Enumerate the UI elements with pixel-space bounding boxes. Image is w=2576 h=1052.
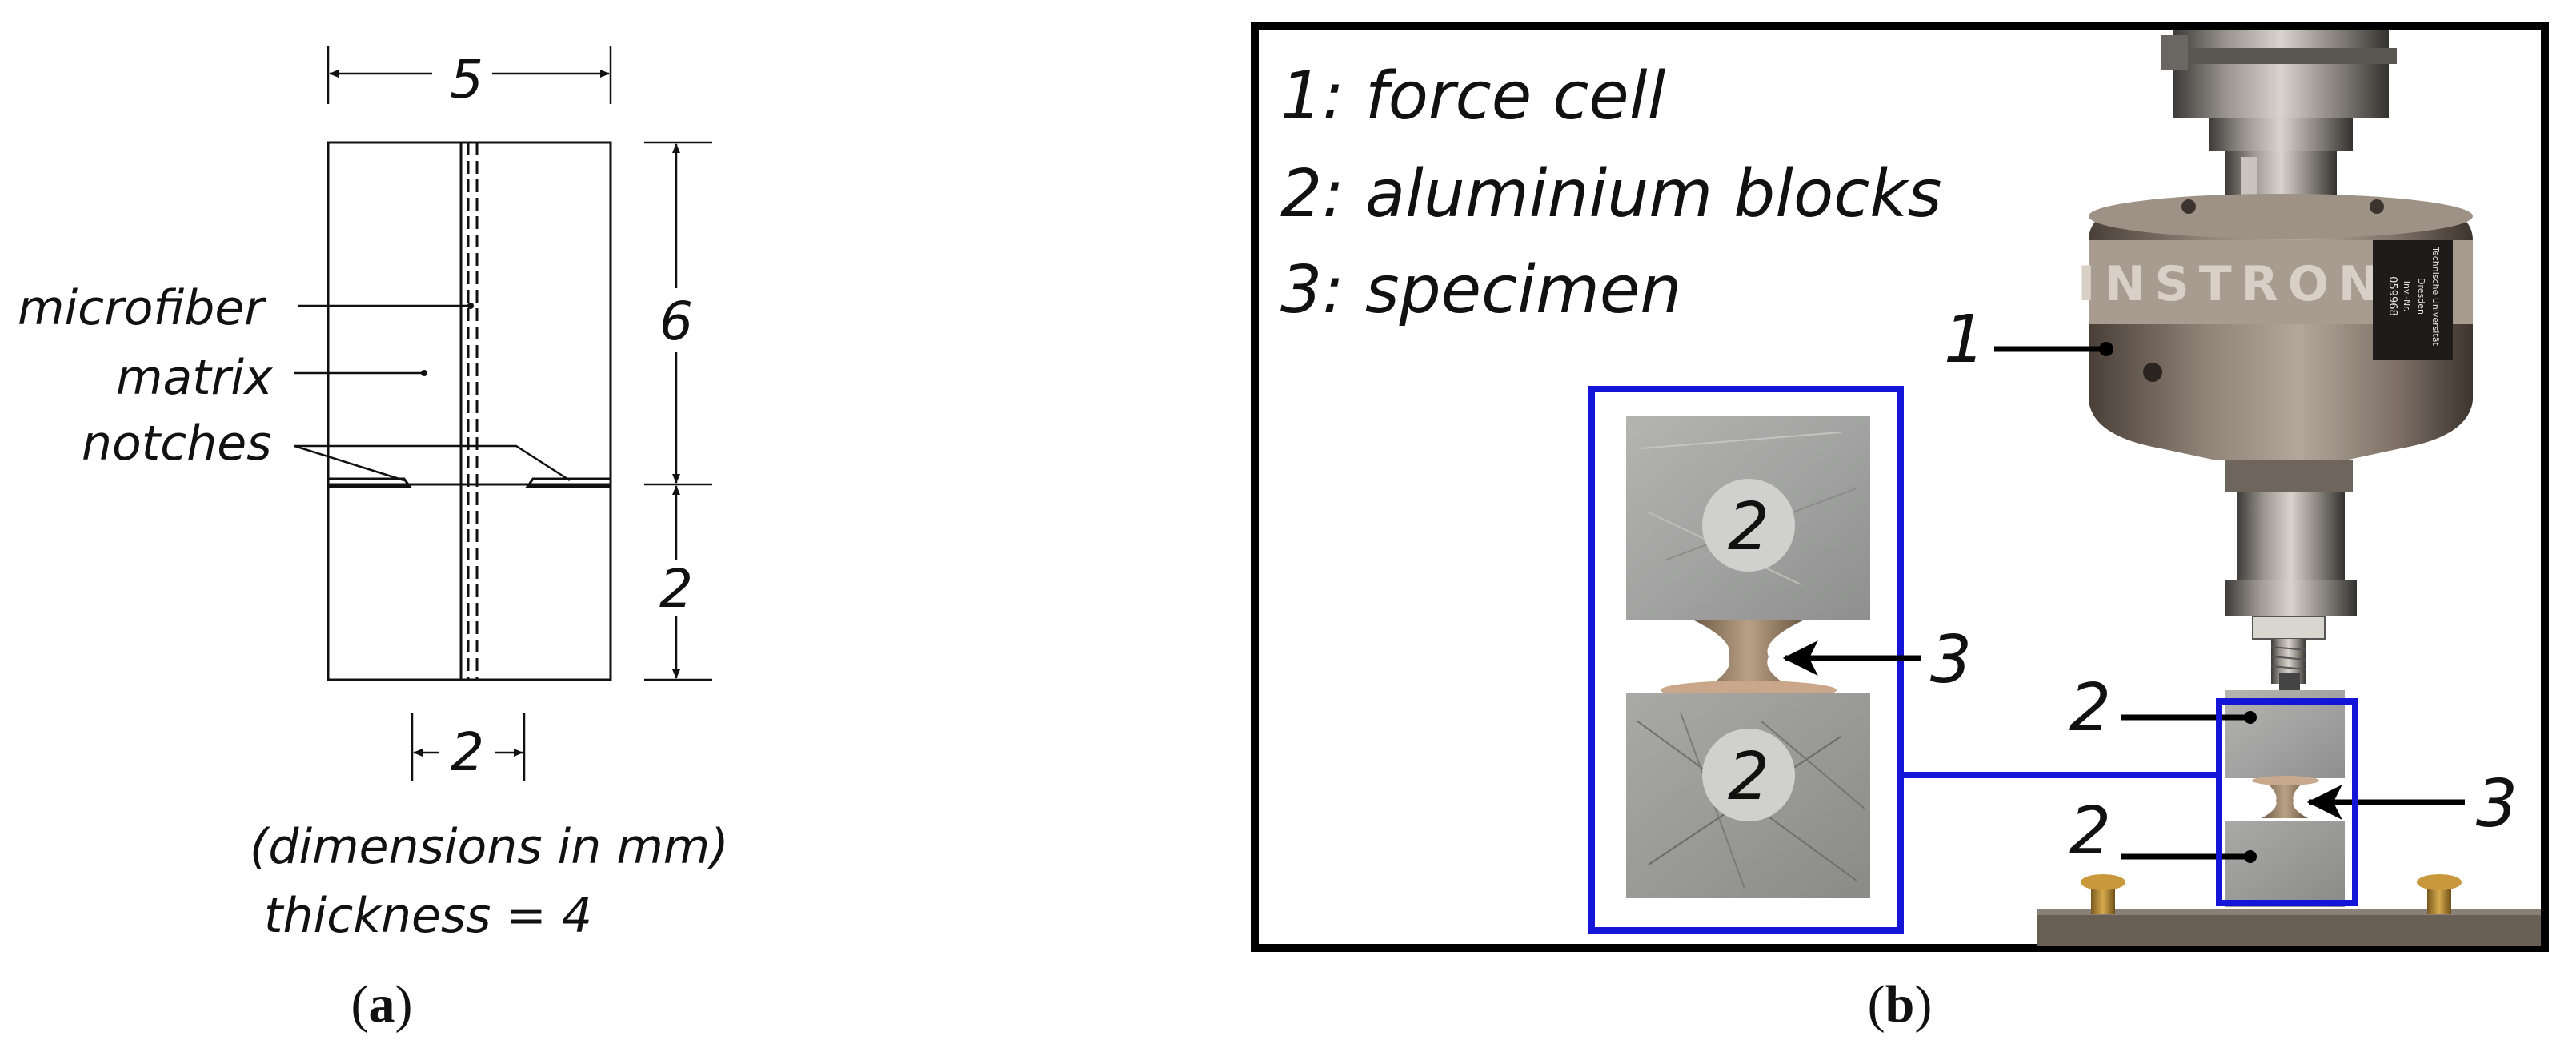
dim-upper-height-value: 6 bbox=[659, 291, 693, 352]
dim-width-value: 5 bbox=[450, 49, 483, 110]
caption-a: (a) bbox=[351, 975, 413, 1034]
leader-matrix-dot bbox=[421, 370, 427, 376]
inset-lower-label: 2 bbox=[1728, 739, 1769, 815]
label-matrix: matrix bbox=[116, 350, 273, 406]
label-specimen: 3 bbox=[2476, 766, 2518, 842]
thickness-note: thickness = 4 bbox=[264, 888, 592, 944]
dim-lower-height-value: 2 bbox=[659, 558, 693, 620]
leader-notches-left bbox=[294, 444, 405, 482]
label-upper-block: 2 bbox=[2069, 670, 2111, 746]
lower-shaft bbox=[2237, 492, 2345, 580]
inset-upper-badge bbox=[1702, 479, 1795, 572]
panel-a-drawing: 5 6 2 2 microfiber matrix notches (dimen… bbox=[18, 46, 729, 1034]
caption-b: (b) bbox=[1868, 975, 1933, 1034]
photo-specimen bbox=[2262, 778, 2308, 818]
svg-text:Dresden: Dresden bbox=[2416, 278, 2426, 315]
legend-force-cell: 1: force cell bbox=[1280, 58, 1666, 135]
notch-right bbox=[525, 477, 611, 488]
leader-microfiber-dot bbox=[467, 303, 474, 309]
bolt-head-left bbox=[2161, 35, 2188, 70]
inset-lower-badge bbox=[1702, 729, 1795, 821]
photo-upper-block bbox=[2225, 690, 2345, 778]
force-cell-sticker: Technische Universität Dresden Inv.-Nr. … bbox=[2373, 240, 2453, 360]
test-machine: INSTRON Technische Universität Dresden I… bbox=[2037, 30, 2541, 946]
label-lower-block: 2 bbox=[2069, 793, 2111, 869]
force-cell-screw bbox=[2181, 199, 2196, 214]
label-microfiber: microfiber bbox=[18, 280, 266, 336]
highlight-box-photo bbox=[2216, 698, 2358, 906]
leader-notches-right bbox=[294, 444, 571, 482]
label-force-cell: 1 bbox=[1944, 302, 1985, 378]
svg-text:Inv.-Nr.: Inv.-Nr. bbox=[2402, 281, 2412, 312]
connector bbox=[2209, 118, 2353, 151]
label-notches: notches bbox=[82, 416, 271, 472]
dim-notch-gap-value: 2 bbox=[451, 721, 484, 783]
legend-aluminium-blocks: 2: aluminium blocks bbox=[1280, 156, 1942, 232]
inset-specimen bbox=[1693, 620, 1805, 692]
svg-text:Technische Universität: Technische Universität bbox=[2430, 246, 2441, 346]
notch-left bbox=[328, 477, 412, 488]
inset-upper-label: 2 bbox=[1728, 489, 1769, 565]
svg-text:059968: 059968 bbox=[2386, 276, 2398, 316]
force-cell-hole bbox=[2143, 363, 2162, 382]
units-note: (dimensions in mm) bbox=[250, 819, 729, 875]
upper-shaft bbox=[2173, 30, 2389, 118]
inset-closeup: 2 2 bbox=[1588, 386, 1904, 934]
panel-b-photo: INSTRON Technische Universität Dresden I… bbox=[1251, 22, 2549, 1034]
photo-lower-block bbox=[2225, 821, 2345, 907]
legend-specimen: 3: specimen bbox=[1280, 252, 1681, 328]
force-cell-brand: INSTRON bbox=[2077, 256, 2388, 312]
lower-adapter bbox=[2225, 460, 2353, 492]
inset-label-specimen: 3 bbox=[1930, 622, 1972, 698]
